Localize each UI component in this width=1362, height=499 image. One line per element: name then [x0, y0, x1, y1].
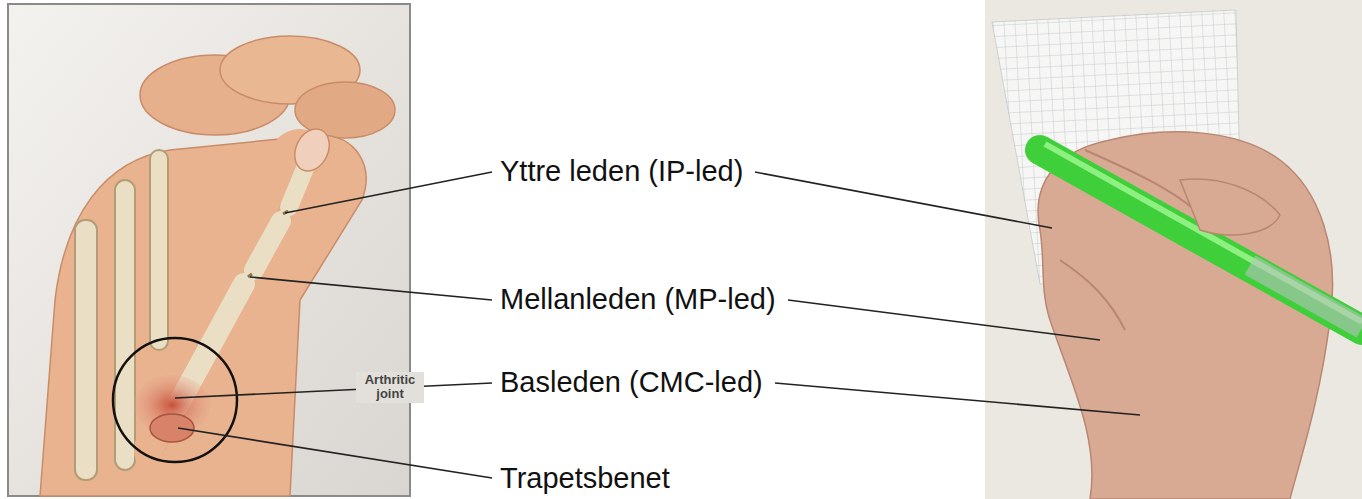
joint-label: Yttre leden (IP-led) — [500, 155, 743, 188]
leader-line — [175, 383, 492, 398]
leader-line — [285, 172, 492, 213]
leader-line — [788, 300, 1100, 340]
bone-label: Trapetsbenet — [500, 462, 670, 495]
joint-label: Basleden (CMC-led) — [500, 366, 763, 399]
leader-line — [250, 277, 492, 300]
hand-illustration — [8, 4, 410, 496]
joint-label: Mellanleden (MP-led) — [500, 283, 776, 316]
leader-line — [178, 428, 492, 478]
callout-label: Arthritic joint — [356, 372, 424, 403]
writing-hand-photo — [985, 0, 1362, 499]
leader-line — [755, 172, 1052, 228]
leader-line — [775, 383, 1140, 415]
